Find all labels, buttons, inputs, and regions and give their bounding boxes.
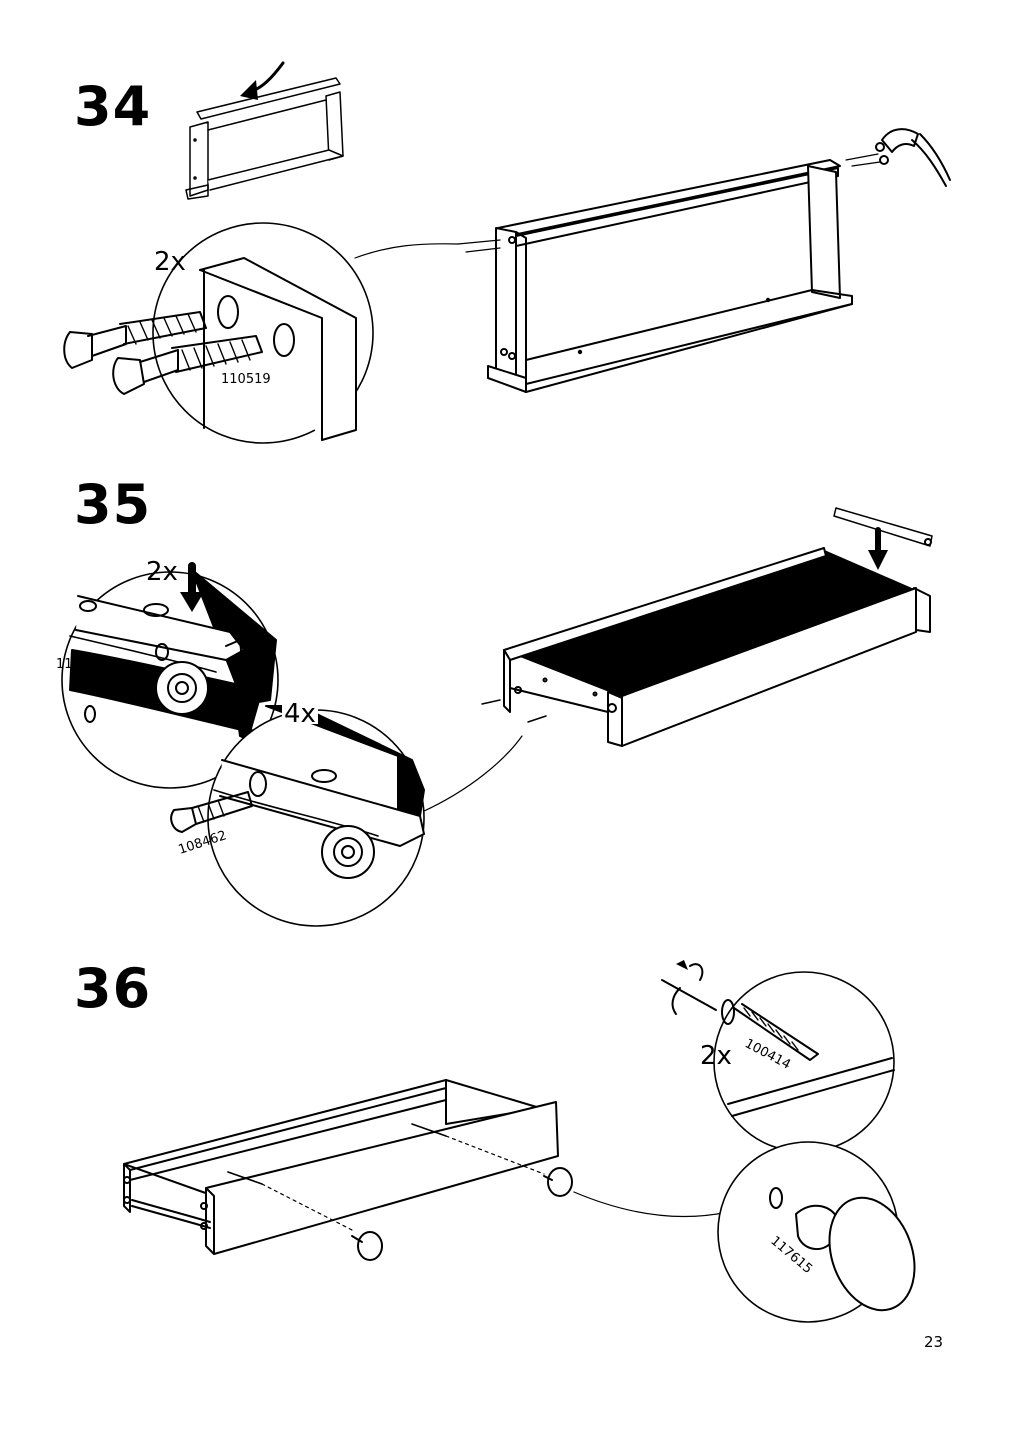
step-35-detail-circle-bottom bbox=[170, 705, 425, 927]
down-arrow-icon bbox=[868, 527, 888, 570]
step-35-illustration: 2x 11 4x 108462 bbox=[56, 507, 933, 927]
page-number: 23 bbox=[924, 1333, 944, 1351]
down-arrow-icon bbox=[180, 562, 204, 612]
step-36-drawer bbox=[123, 1079, 573, 1261]
step-34-illustration: 2x 110519 bbox=[63, 61, 951, 444]
step-34-quantity-label: 2x bbox=[154, 247, 186, 277]
step-34-part-number: 110519 bbox=[221, 372, 271, 387]
step-36-detail-circle-bottom bbox=[717, 1141, 916, 1323]
step-34-main-frame bbox=[457, 142, 889, 393]
step-36-detail-circle-top bbox=[713, 971, 895, 1153]
step-35-partial-part-number: 11 bbox=[56, 657, 73, 672]
step-34-overview-frame bbox=[185, 77, 344, 200]
step-34-detail-circle bbox=[63, 222, 374, 444]
step-36-number: 36 bbox=[74, 957, 152, 1020]
step-36-quantity-label: 2x bbox=[700, 1041, 732, 1071]
step-35-drawer bbox=[481, 507, 933, 747]
step-34-number: 34 bbox=[74, 75, 152, 138]
hammer-icon bbox=[881, 128, 951, 187]
step-35-quantity-top: 2x bbox=[146, 557, 178, 587]
step-36-illustration: 2x 100414 117615 bbox=[123, 960, 916, 1323]
step-35-detail-circle-top bbox=[61, 567, 279, 789]
step-35-quantity-bottom: 4x bbox=[284, 699, 316, 729]
step-35-number: 35 bbox=[74, 473, 152, 536]
screwdriver-icon bbox=[661, 960, 717, 1015]
